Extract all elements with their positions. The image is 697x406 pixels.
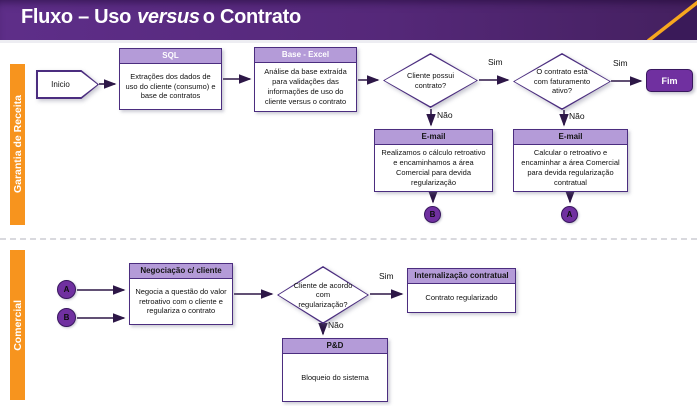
node-email2-body: Calcular o retroativo e encaminhar a áre… (521, 148, 620, 187)
decision-cliente-possui-contrato: Cliente possui contrato? (383, 53, 478, 108)
node-negociacao-header: Negociação c/ cliente (130, 264, 232, 279)
edge-label-nao-3: Não (328, 320, 344, 330)
decision-faturamento-ativo: O contrato está com faturamento ativo? (513, 53, 611, 110)
node-email1-body: Realizamos o cálculo retroativo e encami… (381, 148, 486, 187)
node-internalizacao-header: Internalização contratual (408, 269, 515, 284)
node-email2-header: E-mail (514, 130, 627, 145)
node-fim: Fim (646, 69, 693, 92)
edge-label-nao-2: Não (569, 111, 585, 121)
node-ped-header: P&D (283, 339, 387, 354)
decision2-label: O contrato está com faturamento ativo? (533, 67, 591, 96)
page-title-text2: o Contrato (202, 6, 301, 28)
node-ped-body: Bloqueio do sistema (301, 372, 369, 382)
decision1-label: Cliente possui contrato? (406, 71, 455, 90)
connector-circle-b-in: B (57, 308, 76, 327)
connector-circle-a-out: A (561, 206, 578, 223)
node-email-retroativo: E-mail Calcular o retroativo e encaminha… (513, 129, 628, 192)
node-sql-body: Extrações dos dados de uso do cliente (c… (125, 71, 216, 101)
page-title-italic: versus (137, 6, 200, 28)
node-sql-header: SQL (120, 49, 221, 64)
edge-label-sim-3: Sim (379, 271, 394, 281)
corner-accent-decoration (646, 0, 697, 40)
decision3-label: Cliente de acordo com regularização? (293, 280, 353, 309)
edge-label-sim-2: Sim (613, 58, 628, 68)
lane-comercial-label: Comercial (11, 299, 24, 351)
lane-divider (0, 238, 697, 240)
node-inicio: Inicio (36, 70, 99, 99)
node-negociacao: Negociação c/ cliente Negocia a questão … (129, 263, 233, 325)
node-email1-header: E-mail (375, 130, 492, 145)
lane-garantia-de-receita: Garantia de Receita (10, 64, 25, 225)
edge-label-nao-1: Não (437, 110, 453, 120)
node-ped: P&D Bloqueio do sistema (282, 338, 388, 402)
node-internalizacao-body: Contrato regularizado (425, 293, 498, 303)
node-email-calculo: E-mail Realizamos o cálculo retroativo e… (374, 129, 493, 192)
decision-acordo-regularizacao: Cliente de acordo com regularização? (277, 266, 369, 324)
node-negociacao-body: Negocia a questão do valor retroativo co… (135, 286, 227, 316)
lane-comercial: Comercial (10, 250, 25, 400)
node-base-excel: Base - Excel Análise da base extraída pa… (254, 47, 357, 112)
edge-label-sim-1: Sim (488, 57, 503, 67)
node-base-excel-header: Base - Excel (255, 48, 356, 63)
node-internalizacao: Internalização contratual Contrato regul… (407, 268, 516, 313)
inicio-label: Inicio (51, 80, 70, 89)
lane-garantia-label: Garantia de Receita (11, 95, 24, 194)
connector-circle-b-out: B (424, 206, 441, 223)
connector-circle-a-in: A (57, 280, 76, 299)
page-title-text: Fluxo – Uso (21, 6, 132, 28)
node-base-excel-body: Análise da base extraída para validações… (264, 67, 347, 106)
title-underline (0, 40, 697, 43)
node-sql: SQL Extrações dos dados de uso do client… (119, 48, 222, 110)
